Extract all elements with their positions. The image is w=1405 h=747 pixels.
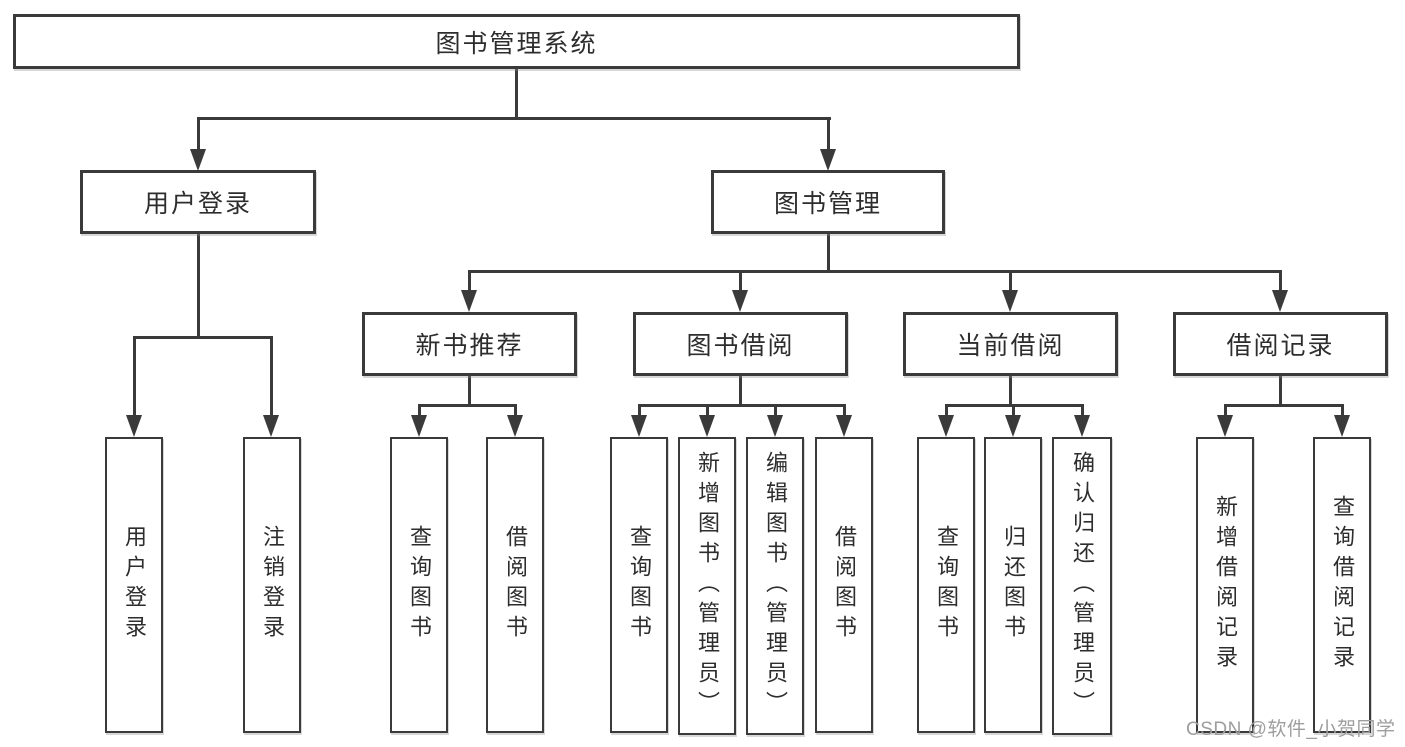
arrowhead-down-icon	[1217, 415, 1233, 437]
connector-line-vertical	[739, 375, 742, 407]
arrowhead-down-icon	[461, 290, 477, 312]
leaf-edit-book-admin: 编辑图书（管理员）	[746, 437, 804, 735]
leaf-return-book: 归还图书	[984, 437, 1042, 733]
node-new-book-recommend: 新书推荐	[362, 312, 577, 376]
connector-line-horizontal	[197, 117, 831, 120]
connector-line-horizontal	[133, 336, 273, 339]
leaf-query-borrow-record: 查询借阅记录	[1313, 437, 1371, 733]
connector-arrow-stem	[638, 404, 641, 419]
arrowhead-down-icon	[1272, 290, 1288, 312]
connector-arrow-stem	[1224, 404, 1227, 419]
leaf-add-borrow-record: 新增借阅记录	[1196, 437, 1254, 733]
node-root-library-system: 图书管理系统	[13, 14, 1020, 69]
connector-arrow-stem	[1341, 404, 1344, 419]
connector-line-vertical	[827, 233, 830, 273]
connector-arrow-stem	[774, 404, 777, 419]
connector-arrow-stem	[1009, 270, 1012, 294]
arrowhead-down-icon	[1334, 415, 1350, 437]
leaf-borrow-book: 借阅图书	[815, 437, 873, 733]
arrowhead-down-icon	[1074, 415, 1090, 437]
csdn-watermark: CSDN @软件_小贺同学	[1186, 719, 1396, 740]
leaf-confirm-return-admin: 确认归还（管理员）	[1052, 437, 1112, 735]
arrowhead-down-icon	[767, 415, 783, 437]
node-book-borrow: 图书借阅	[633, 312, 848, 376]
connector-line-horizontal	[468, 270, 1282, 273]
leaf-recommend-query-book: 查询图书	[390, 437, 448, 733]
connector-arrow-stem	[1081, 404, 1084, 419]
connector-arrow-stem	[133, 336, 136, 419]
connector-line-vertical	[468, 375, 471, 407]
leaf-current-query-book: 查询图书	[917, 437, 975, 733]
connector-arrow-stem	[1279, 270, 1282, 294]
arrowhead-down-icon	[1005, 415, 1021, 437]
connector-arrow-stem	[827, 117, 830, 153]
connector-arrow-stem	[706, 404, 709, 419]
arrowhead-down-icon	[836, 415, 852, 437]
connector-line-vertical	[197, 233, 200, 339]
arrowhead-down-icon	[938, 415, 954, 437]
leaf-logout: 注销登录	[243, 437, 301, 733]
arrowhead-down-icon	[699, 415, 715, 437]
connector-line-horizontal	[418, 404, 517, 407]
arrowhead-down-icon	[411, 415, 427, 437]
connector-line-horizontal	[638, 404, 846, 407]
arrowhead-down-icon	[820, 149, 836, 171]
connector-arrow-stem	[843, 404, 846, 419]
leaf-user-login: 用户登录	[105, 437, 163, 733]
connector-arrow-stem	[468, 270, 471, 294]
arrowhead-down-icon	[263, 415, 279, 437]
connector-line-horizontal	[1224, 404, 1344, 407]
node-user-login: 用户登录	[80, 170, 316, 234]
connector-line-vertical	[1279, 375, 1282, 407]
connector-arrow-stem	[945, 404, 948, 419]
connector-arrow-stem	[1012, 404, 1015, 419]
arrowhead-down-icon	[732, 290, 748, 312]
connector-line-vertical	[515, 67, 518, 119]
node-borrow-records: 借阅记录	[1173, 312, 1388, 376]
arrowhead-down-icon	[631, 415, 647, 437]
connector-arrow-stem	[197, 117, 200, 153]
connector-arrow-stem	[418, 404, 421, 419]
leaf-recommend-borrow-book: 借阅图书	[486, 437, 544, 733]
connector-arrow-stem	[270, 336, 273, 419]
connector-line-vertical	[1009, 375, 1012, 407]
node-current-borrow: 当前借阅	[903, 312, 1118, 376]
leaf-add-book-admin: 新增图书（管理员）	[678, 437, 736, 735]
connector-arrow-stem	[739, 270, 742, 294]
leaf-borrow-query-book: 查询图书	[610, 437, 668, 733]
arrowhead-down-icon	[126, 415, 142, 437]
node-book-management: 图书管理	[711, 170, 945, 234]
arrowhead-down-icon	[190, 149, 206, 171]
arrowhead-down-icon	[1002, 290, 1018, 312]
connector-arrow-stem	[514, 404, 517, 419]
arrowhead-down-icon	[507, 415, 523, 437]
